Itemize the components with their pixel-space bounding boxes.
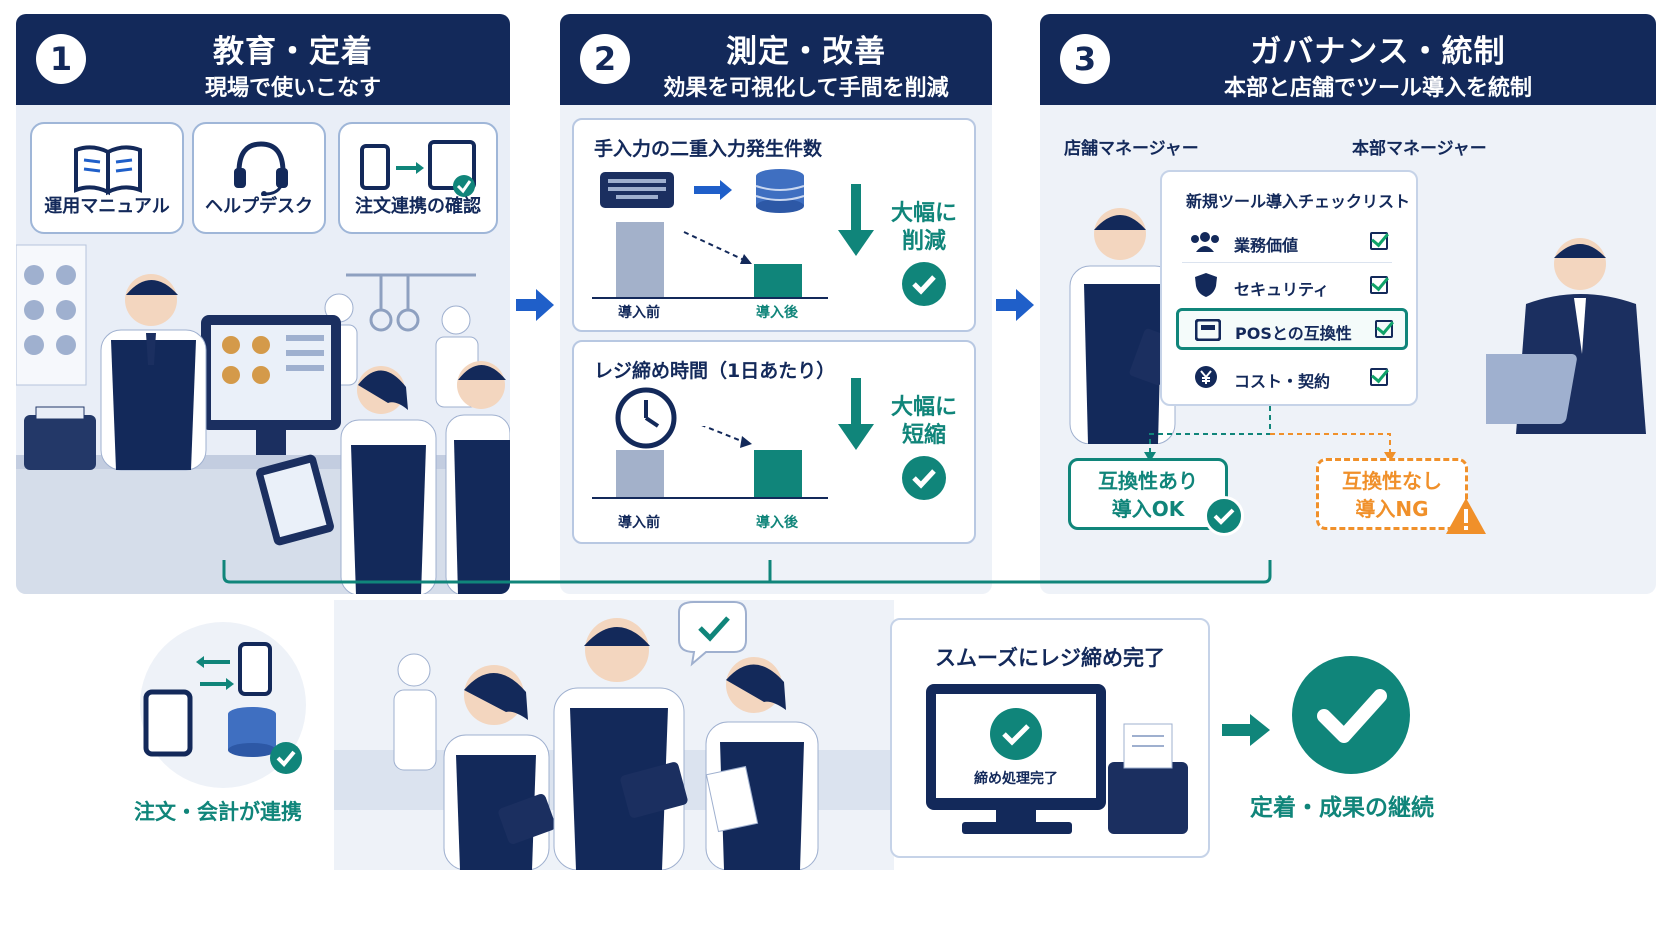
merge-bracket <box>222 560 1272 584</box>
role-hq-manager: 本部マネージャー <box>1352 139 1487 159</box>
order-check-bubble: 注文連携の確認 <box>338 122 498 234</box>
closing-time-card: レジ締め時間（1日あたり） 導入前 導入後 大幅に 短縮 <box>572 340 976 544</box>
helpdesk-bubble: ヘルプデスク <box>192 122 326 234</box>
reduction-bar-chart <box>592 222 828 299</box>
big-check-icon <box>1292 656 1410 774</box>
down-arrow-icon <box>838 184 874 256</box>
hq-manager-illustration <box>1486 238 1646 434</box>
final-label: 定着・成果の継続 <box>1250 795 1434 821</box>
bar-label-after: 導入後 <box>756 515 798 531</box>
role-store-manager: 店舗マネージャー <box>1064 139 1199 159</box>
checklist-item: セキュリティ <box>1174 264 1400 306</box>
panel-header: 3 ガバナンス・統制 本部と店舗でツール導入を統制 <box>1040 14 1656 105</box>
shorten-message: 大幅に 短縮 <box>886 394 962 449</box>
bar-after <box>754 450 802 498</box>
reduction-message: 大幅に 削減 <box>886 200 962 255</box>
clock-icon <box>615 387 677 449</box>
checklist-item: 業務価値 <box>1174 220 1400 262</box>
panel-title: ガバナンス・統制 <box>1250 34 1506 70</box>
branch-connector <box>1144 406 1396 462</box>
check-icon <box>1204 496 1244 536</box>
bar-after <box>754 264 802 298</box>
bar-before <box>616 222 664 298</box>
panel-measurement: 2 測定・改善 効果を可視化して手間を削減 手入力の二重入力発生件数 導入前 導… <box>560 14 992 594</box>
message-line1: 大幅に 削減 <box>890 201 957 254</box>
panel-header: 1 教育・定着 現場で使いこなす <box>16 14 510 105</box>
screen-text: 締め処理完了 <box>974 771 1058 787</box>
check-icon <box>902 456 946 500</box>
panel-title: 教育・定着 <box>213 34 373 70</box>
checkbox-checked[interactable] <box>1370 276 1388 294</box>
result-line1: 互換性なし <box>1342 469 1442 493</box>
people-icon <box>1191 232 1219 252</box>
panel-title: 測定・改善 <box>726 34 886 70</box>
tool-adoption-checklist: 新規ツール導入チェックリスト 業務価値 セキュリティ POSとの互換性 コスト・… <box>1160 170 1418 406</box>
down-arrow-icon <box>838 378 874 450</box>
step-number: 2 <box>580 34 630 84</box>
register-title: スムーズにレジ締め完了 <box>935 646 1165 670</box>
result-compatible: 互換性あり 導入OK <box>1068 458 1228 530</box>
checklist-label: セキュリティ <box>1234 280 1330 299</box>
checklist-item: コスト・契約 <box>1174 356 1400 398</box>
register-monitor-illustration <box>926 684 1188 834</box>
bar-label-before: 導入前 <box>618 305 660 321</box>
arrow-right-icon <box>1222 714 1270 746</box>
bar-before <box>616 450 664 498</box>
pos-terminal-icon <box>1195 319 1221 341</box>
warning-icon <box>1446 498 1486 534</box>
checklist-label: 業務価値 <box>1234 236 1299 255</box>
result-incompatible: 互換性なし 導入NG <box>1316 458 1468 530</box>
step-number: 3 <box>1060 34 1110 84</box>
tablet-database-sync-icon <box>143 642 302 774</box>
arrow-right-icon <box>516 289 554 321</box>
checkbox-checked[interactable] <box>1370 232 1388 250</box>
checklist-label: POSとの互換性 <box>1235 324 1352 343</box>
order-sync-icon <box>360 140 476 197</box>
order-check-label: 注文連携の確認 <box>355 196 481 217</box>
integration-label: 注文・会計が連携 <box>134 800 302 824</box>
checkbox-checked[interactable] <box>1370 368 1388 386</box>
manual-bubble: 運用マニュアル <box>30 122 184 234</box>
yen-icon <box>1195 366 1217 388</box>
team-success-illustration <box>334 600 894 870</box>
checkbox-checked[interactable] <box>1375 320 1393 338</box>
checklist-label: コスト・契約 <box>1234 372 1331 391</box>
shield-icon <box>1195 273 1217 297</box>
step-number: 1 <box>36 34 86 84</box>
result-line2: 導入OK <box>1111 497 1185 521</box>
double-entry-card: 手入力の二重入力発生件数 導入前 導入後 大幅に 削減 <box>572 118 976 332</box>
card-title: レジ締め時間（1日あたり） <box>594 360 836 382</box>
kitchen-training-illustration <box>16 105 510 594</box>
panel-header: 2 測定・改善 効果を可視化して手間を削減 <box>560 14 992 105</box>
checklist-item-highlighted: POSとの互換性 <box>1176 308 1408 350</box>
check-icon <box>990 708 1042 760</box>
divider <box>1182 262 1392 263</box>
bar-label-after: 導入後 <box>756 305 798 321</box>
arrow-right-icon <box>996 289 1034 321</box>
card-title: 手入力の二重入力発生件数 <box>594 138 823 160</box>
result-line1: 互換性あり <box>1098 469 1198 493</box>
message-line1: 大幅に 短縮 <box>890 395 957 448</box>
bar-label-before: 導入前 <box>618 515 660 531</box>
keyboard-to-database-icon <box>600 169 805 213</box>
register-closing-card: スムーズにレジ締め完了 締め処理完了 <box>890 618 1210 858</box>
store-manager-illustration <box>1069 208 1177 444</box>
headset-icon <box>234 141 288 196</box>
checklist-title: 新規ツール導入チェックリスト <box>1186 192 1411 211</box>
helpdesk-label: ヘルプデスク <box>205 196 313 217</box>
panel-subtitle: 本部と店舗でツール導入を統制 <box>1223 76 1532 101</box>
book-icon <box>74 145 142 196</box>
result-line2: 導入NG <box>1355 497 1429 521</box>
panel-subtitle: 効果を可視化して手間を削減 <box>663 76 949 101</box>
time-bar-chart <box>592 426 828 499</box>
panel-education: 1 教育・定着 現場で使いこなす <box>16 14 510 594</box>
manual-label: 運用マニュアル <box>44 196 170 217</box>
panel-subtitle: 現場で使いこなす <box>204 76 381 101</box>
check-icon <box>902 262 946 306</box>
